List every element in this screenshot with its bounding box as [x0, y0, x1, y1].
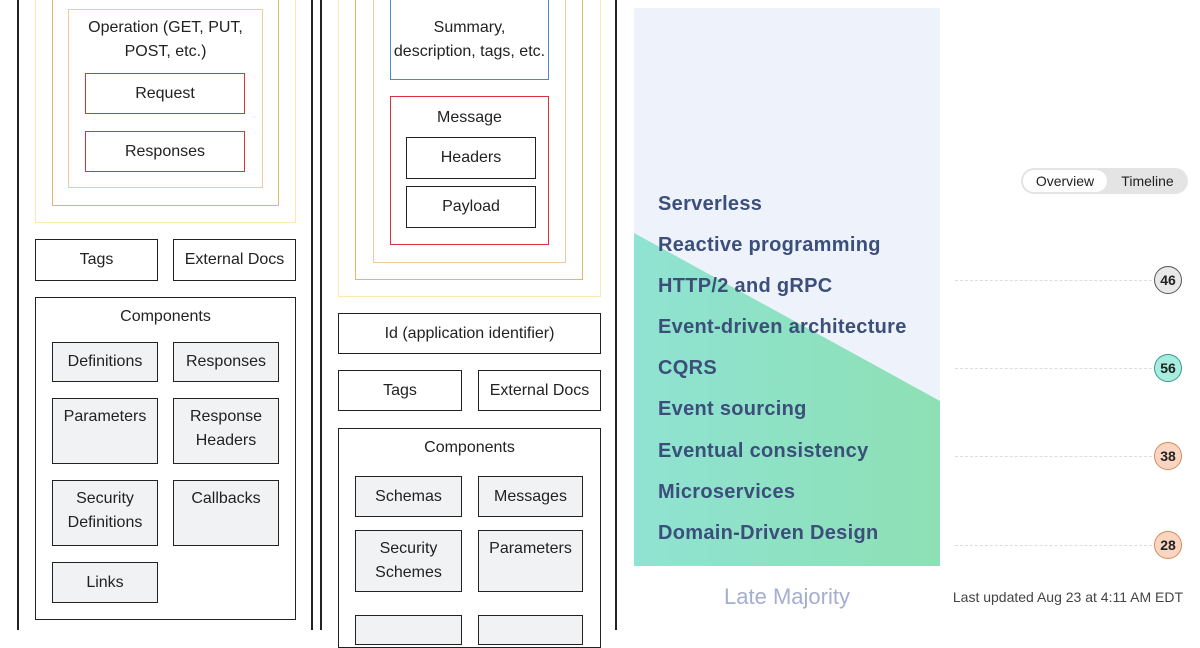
tags-box: Tags — [338, 370, 462, 411]
adoption-curve-background — [634, 8, 940, 566]
trend-item[interactable]: CQRS — [658, 357, 717, 379]
component-item: Messages — [478, 476, 583, 517]
channel-item-box — [355, 0, 583, 280]
trend-item[interactable]: HTTP/2 and gRPC — [658, 275, 833, 297]
count-badge[interactable]: 46 — [1154, 266, 1182, 294]
component-item — [355, 615, 462, 645]
trend-item[interactable]: Domain-Driven Design — [658, 522, 879, 544]
divider — [17, 0, 19, 630]
toggle-timeline[interactable]: Timeline — [1121, 173, 1174, 189]
divider — [320, 0, 322, 630]
divider — [615, 0, 617, 630]
connector-line — [955, 456, 1152, 457]
trend-item[interactable]: Eventual consistency — [658, 440, 869, 462]
count-badge[interactable]: 56 — [1154, 354, 1182, 382]
component-item: Response Headers — [173, 398, 279, 464]
payload-box: Payload — [406, 186, 536, 228]
components-title: Components — [424, 439, 515, 456]
path-item-box — [52, 0, 279, 206]
connector-line — [955, 368, 1152, 369]
component-item: Schemas — [355, 476, 462, 517]
adoption-area — [634, 233, 940, 566]
operation-box — [373, 0, 566, 263]
component-item: Parameters — [52, 398, 158, 464]
component-item: Callbacks — [173, 480, 279, 546]
trend-item[interactable]: Serverless — [658, 193, 763, 215]
component-item: Security Definitions — [52, 480, 158, 546]
connector-line — [955, 280, 1152, 281]
components-title: Components — [120, 308, 211, 325]
component-item: Responses — [173, 342, 279, 382]
stage-label: Late Majority — [724, 584, 850, 609]
summary-box: Summary, description, tags, etc. — [390, 0, 549, 80]
connector-line — [955, 545, 1152, 546]
external-docs-box: External Docs — [173, 239, 296, 281]
message-box — [390, 96, 549, 245]
operation-label: Operation (GET, PUT, POST, etc.) — [88, 19, 243, 60]
count-badge[interactable]: 38 — [1154, 442, 1182, 470]
headers-box: Headers — [406, 137, 536, 179]
message-label: Message — [437, 109, 502, 126]
trend-item[interactable]: Event-driven architecture — [658, 316, 907, 338]
request-box: Request — [85, 73, 245, 114]
trend-item[interactable]: Event sourcing — [658, 398, 807, 420]
view-toggle: Overview Timeline — [1021, 168, 1188, 194]
id-box: Id (application identifier) — [338, 313, 601, 354]
toggle-overview[interactable]: Overview — [1023, 170, 1107, 192]
divider — [311, 0, 313, 630]
channels-box — [338, 0, 601, 297]
last-updated: Last updated Aug 23 at 4:11 AM EDT — [952, 589, 1183, 605]
count-badge[interactable]: 28 — [1154, 531, 1182, 559]
component-item — [478, 615, 583, 645]
tags-box: Tags — [35, 239, 158, 281]
components-box — [35, 297, 296, 620]
responses-box: Responses — [85, 131, 245, 172]
component-item: Parameters — [478, 530, 583, 592]
trend-item[interactable]: Reactive programming — [658, 234, 881, 256]
component-item: Definitions — [52, 342, 158, 382]
external-docs-box: External Docs — [478, 370, 601, 411]
operation-box — [68, 9, 263, 188]
component-item: Security Schemes — [355, 530, 462, 592]
trend-item[interactable]: Microservices — [658, 481, 796, 503]
paths-box — [35, 0, 296, 223]
component-item: Links — [52, 562, 158, 603]
